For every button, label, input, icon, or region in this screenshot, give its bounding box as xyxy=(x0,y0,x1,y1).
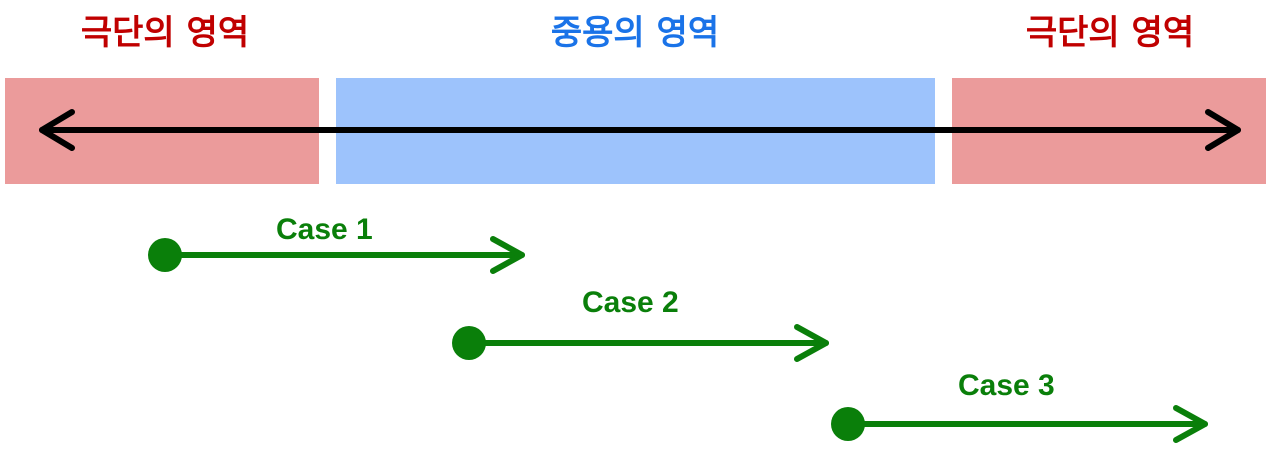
case-3-start-dot xyxy=(831,407,865,441)
case-1-start-dot xyxy=(148,238,182,272)
case-2-arrow xyxy=(467,324,829,362)
extreme-region-right-label: 극단의 영역 xyxy=(1025,13,1195,53)
axis-left-arrowhead xyxy=(39,109,75,151)
axis-right-arrowhead xyxy=(1205,109,1241,151)
case-1-label: Case 1 xyxy=(276,213,373,246)
case-2-label: Case 2 xyxy=(582,286,679,319)
case-3-label: Case 3 xyxy=(958,369,1055,402)
middle-region-label: 중용의 영역 xyxy=(550,13,720,53)
case-2-arrowhead xyxy=(794,324,829,362)
case-2-start-dot xyxy=(452,326,486,360)
extreme-region-left-label: 극단의 영역 xyxy=(80,13,250,53)
case-3-arrow xyxy=(846,405,1208,443)
axis-double-arrow-icon xyxy=(39,109,1241,151)
case-3-arrowhead xyxy=(1173,405,1208,443)
case-1-arrow xyxy=(163,236,525,274)
case-1-arrowhead xyxy=(490,236,525,274)
